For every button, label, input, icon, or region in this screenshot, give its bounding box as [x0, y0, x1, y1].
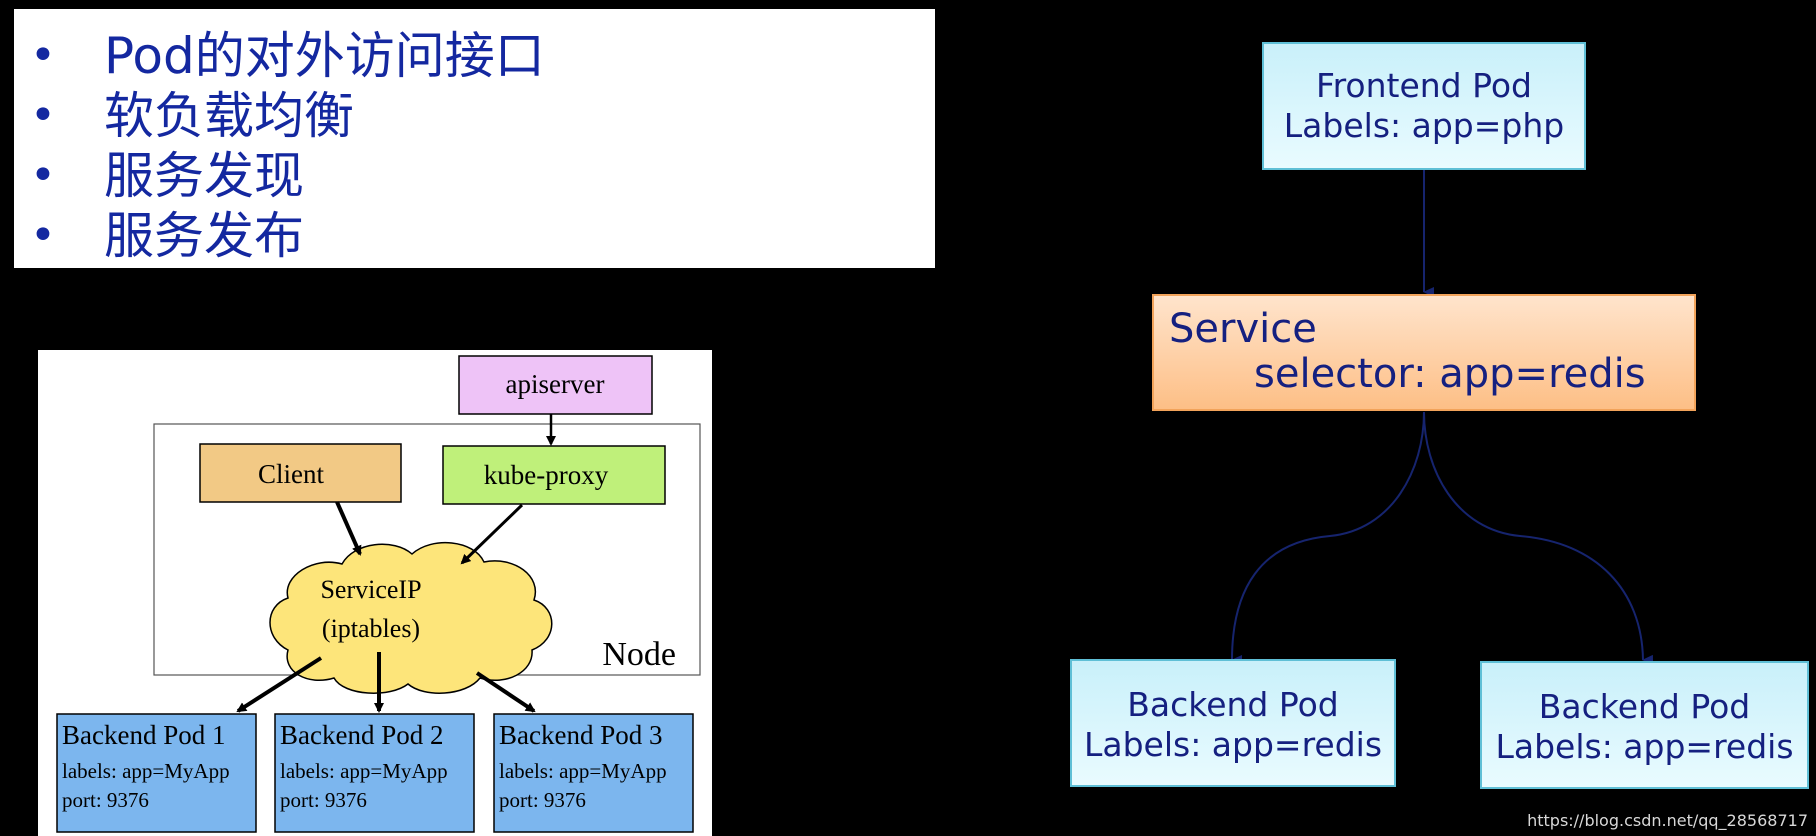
backend-pod-box: Backend Pod 1 labels: app=MyApp port: 93… — [56, 713, 257, 833]
backend-pod-title: Backend Pod 2 — [280, 720, 443, 750]
watermark: https://blog.csdn.net/qq_28568717 — [1527, 811, 1808, 830]
bullet-text: Pod的对外访问接口 — [104, 27, 545, 85]
bullet-text: 软负载均衡 — [104, 87, 354, 145]
backend-pod-title: Backend Pod 1 — [62, 720, 225, 750]
apiserver-label: apiserver — [506, 369, 605, 399]
arrow-client-to-service-ip — [335, 501, 362, 556]
client-label: Client — [258, 459, 324, 489]
backend-pod-labels: labels: app=MyApp — [280, 759, 448, 783]
backend-pod-labels: Labels: app=redis — [1083, 725, 1383, 764]
backend-pod-title: Backend Pod 3 — [499, 720, 662, 750]
backend-pod-title: Backend Pod — [1538, 687, 1751, 726]
kube-proxy-diagram-svg: apiserver Client kube-proxy ServiceIP (i… — [56, 355, 701, 833]
service-ip-label-line2: (iptables) — [322, 614, 420, 643]
backend-pod-box: Backend Pod 3 labels: app=MyApp port: 93… — [493, 713, 694, 833]
backend-pod-port: port: 9376 — [62, 788, 149, 812]
service-ip-label-line1: ServiceIP — [320, 575, 421, 604]
backend-pod-box: Backend Pod 2 labels: app=MyApp port: 93… — [274, 713, 475, 833]
bullet-panel: • Pod的对外访问接口 • 软负载均衡 • 服务发现 • 服务发布 — [14, 9, 935, 268]
bullet-dot: • — [30, 90, 56, 141]
backend-pod-labels: Labels: app=redis — [1495, 727, 1794, 766]
bullet-dot: • — [30, 30, 56, 81]
kube-proxy-label: kube-proxy — [484, 460, 609, 490]
backend-pod-labels: labels: app=MyApp — [499, 759, 667, 783]
curve-service-to-backend-2 — [1423, 411, 1654, 665]
bullet-text: 服务发布 — [104, 207, 304, 265]
service-ip-cloud — [269, 541, 553, 694]
backend-pod-port: port: 9376 — [280, 788, 367, 812]
backend-pod-labels: labels: app=MyApp — [62, 759, 230, 783]
backend-pod-title: Backend Pod — [1127, 685, 1339, 724]
bullet-item: • 服务发布 — [14, 206, 935, 266]
backend-pod-box: Backend Pod Labels: app=redis — [1070, 659, 1396, 787]
kube-proxy-diagram: apiserver Client kube-proxy ServiceIP (i… — [38, 350, 712, 836]
service-title: Service — [1169, 306, 1317, 352]
arrow-service-ip-to-pod1 — [236, 656, 323, 713]
service-box: Service selector: app=redis — [1152, 294, 1696, 411]
backend-pod-box: Backend Pod Labels: app=redis — [1480, 661, 1809, 789]
frontend-pod-box: Frontend Pod Labels: app=php — [1262, 42, 1586, 170]
apiserver-box — [458, 355, 653, 415]
frontend-pod-title: Frontend Pod — [1316, 66, 1532, 105]
curve-service-to-backend-1 — [1231, 411, 1425, 666]
bullet-dot: • — [30, 150, 56, 201]
backend-pod-port: port: 9376 — [499, 788, 586, 812]
bullet-item: • 软负载均衡 — [14, 86, 935, 146]
arrow-service-ip-to-pod3 — [475, 671, 536, 713]
bullet-item: • Pod的对外访问接口 — [14, 26, 935, 86]
kube-proxy-box — [442, 445, 666, 505]
bullet-item: • 服务发现 — [14, 146, 935, 206]
arrow-kube-proxy-to-service-ip — [460, 503, 524, 565]
client-box — [199, 443, 402, 503]
service-selector: selector: app=redis — [1254, 351, 1646, 397]
node-label: Node — [602, 636, 676, 673]
bullet-dot: • — [30, 210, 56, 261]
frontend-pod-labels: Labels: app=php — [1283, 106, 1565, 145]
bullet-text: 服务发现 — [104, 147, 304, 205]
